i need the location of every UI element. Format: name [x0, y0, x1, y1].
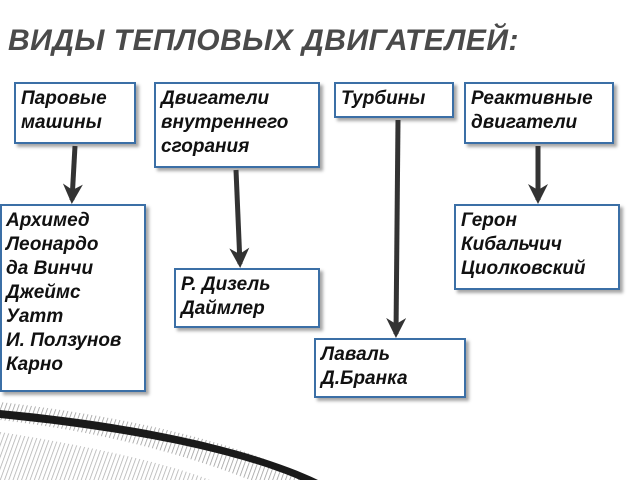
category-turbines: Турбины — [334, 82, 454, 118]
arrow-turbines — [386, 119, 407, 338]
category-jet-engines: Реактивные двигатели — [464, 82, 614, 144]
category-internal-combustion: Двигатели внутреннего сгорания — [154, 82, 320, 168]
examples-internal-combustion: Р. Дизель Даймлер — [174, 268, 320, 328]
page-title: ВИДЫ ТЕПЛОВЫХ ДВИГАТЕЛЕЙ: — [8, 24, 519, 57]
category-steam-engines: Паровые машины — [14, 82, 136, 144]
examples-turbines: Лаваль Д.Бранка — [314, 338, 466, 398]
examples-steam-engines: Архимед Леонардо да Винчи Джеймс Уатт И.… — [0, 204, 146, 392]
arrow-steam — [62, 145, 83, 204]
examples-jet-engines: Герон Кибальчич Циолковский — [454, 204, 620, 290]
arrow-ice — [229, 169, 250, 268]
